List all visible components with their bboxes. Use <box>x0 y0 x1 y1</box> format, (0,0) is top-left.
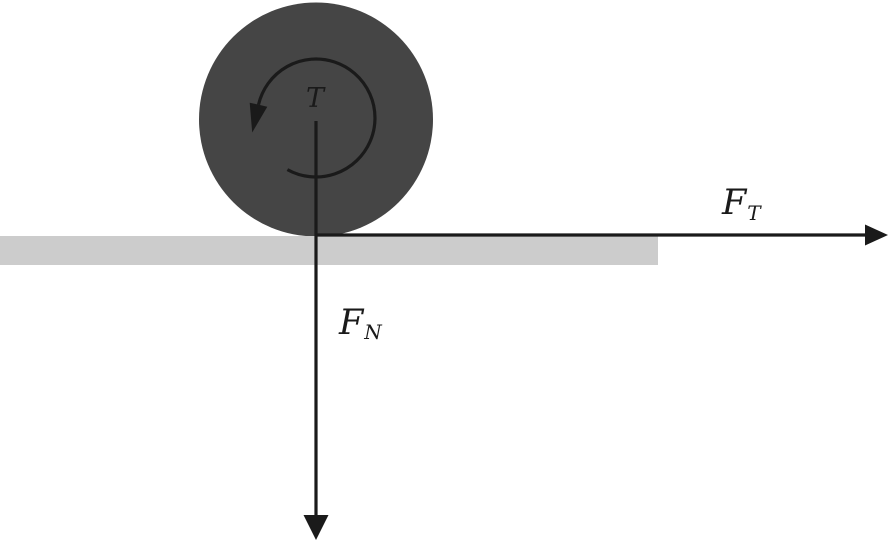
tangential-force-label-base: F <box>721 183 748 223</box>
normal-force-arrowhead-icon <box>303 515 329 540</box>
torque-arrowhead-icon <box>249 102 268 133</box>
torque-arc <box>256 57 377 179</box>
torque-label: T <box>306 83 326 114</box>
tangential-force-label: FT <box>721 183 762 225</box>
normal-force-label-base: F <box>338 303 365 343</box>
tangential-force-label-subscript: T <box>747 201 762 225</box>
normal-force-label: FN <box>338 303 383 344</box>
tangential-force-arrowhead-icon <box>865 224 888 246</box>
normal-force-label-subscript: N <box>363 320 383 344</box>
wheel-circle <box>199 2 433 237</box>
surface-bar <box>0 236 658 265</box>
